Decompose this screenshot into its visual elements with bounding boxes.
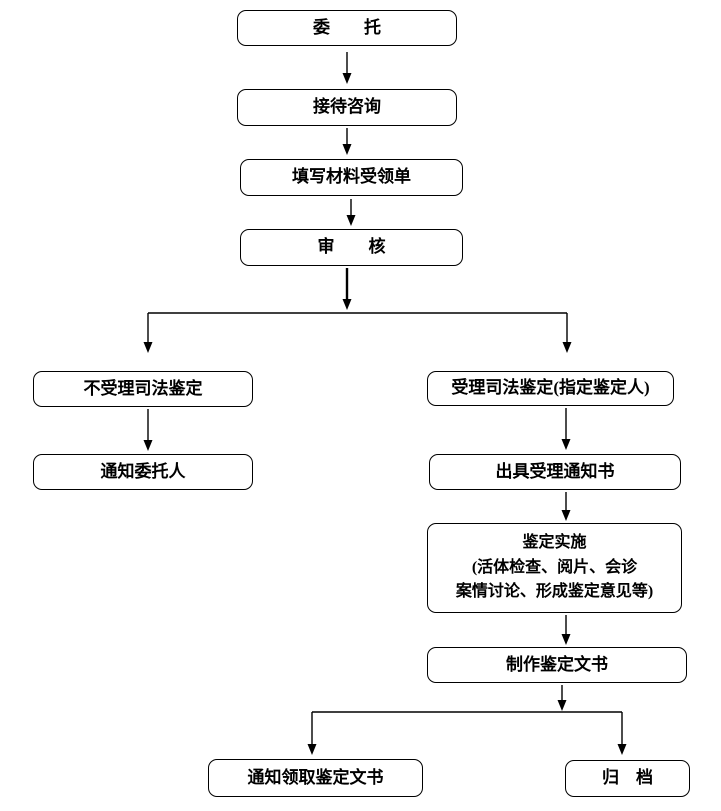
node-implementation-label: 鉴定实施 (活体检查、阅片、会诊 案情讨论、形成鉴定意见等) [455,533,654,601]
arrow-make-document-split [557,685,567,711]
node-consult-label: 接待咨询 [313,97,381,117]
node-consult: 接待咨询 [237,89,457,126]
node-entrust: 委 托 [237,10,457,46]
arrow-implementation-make-document [561,615,571,645]
node-make-document: 制作鉴定文书 [427,647,687,683]
node-archive: 归 档 [565,760,690,797]
node-review-label: 审 核 [317,237,386,257]
node-reject: 不受理司法鉴定 [33,371,253,407]
arrow-reject-notify-client [143,409,153,451]
node-acceptance-notice: 出具受理通知书 [429,454,681,490]
node-notify-client: 通知委托人 [33,454,253,490]
node-notify-pickup: 通知领取鉴定文书 [208,759,423,797]
node-make-document-label: 制作鉴定文书 [506,654,608,674]
arrow-review-split [342,268,352,310]
node-fill-form: 填写材料受领单 [240,159,463,196]
node-reject-label: 不受理司法鉴定 [83,378,203,398]
arrow-fill-form-review [346,199,356,226]
branch-bottom-split [307,711,627,755]
node-archive-label: 归 档 [602,768,653,788]
node-notify-pickup-label: 通知领取鉴定文书 [247,767,384,787]
node-notify-client-label: 通知委托人 [100,461,186,481]
node-implementation: 鉴定实施 (活体检查、阅片、会诊 案情讨论、形成鉴定意见等) [427,523,682,613]
node-review: 审 核 [240,229,463,266]
arrow-consult-fill-form [342,128,352,155]
arrow-entrust-consult [342,52,352,84]
node-fill-form-label: 填写材料受领单 [292,167,411,187]
node-entrust-label: 委 托 [313,17,381,37]
node-accept-label: 受理司法鉴定(指定鉴定人) [451,378,650,398]
branch-top-split [143,312,572,353]
arrow-accept-notice [561,408,571,450]
node-accept: 受理司法鉴定(指定鉴定人) [427,371,674,406]
node-acceptance-notice-label: 出具受理通知书 [495,461,615,481]
arrow-notice-implementation [561,492,571,521]
